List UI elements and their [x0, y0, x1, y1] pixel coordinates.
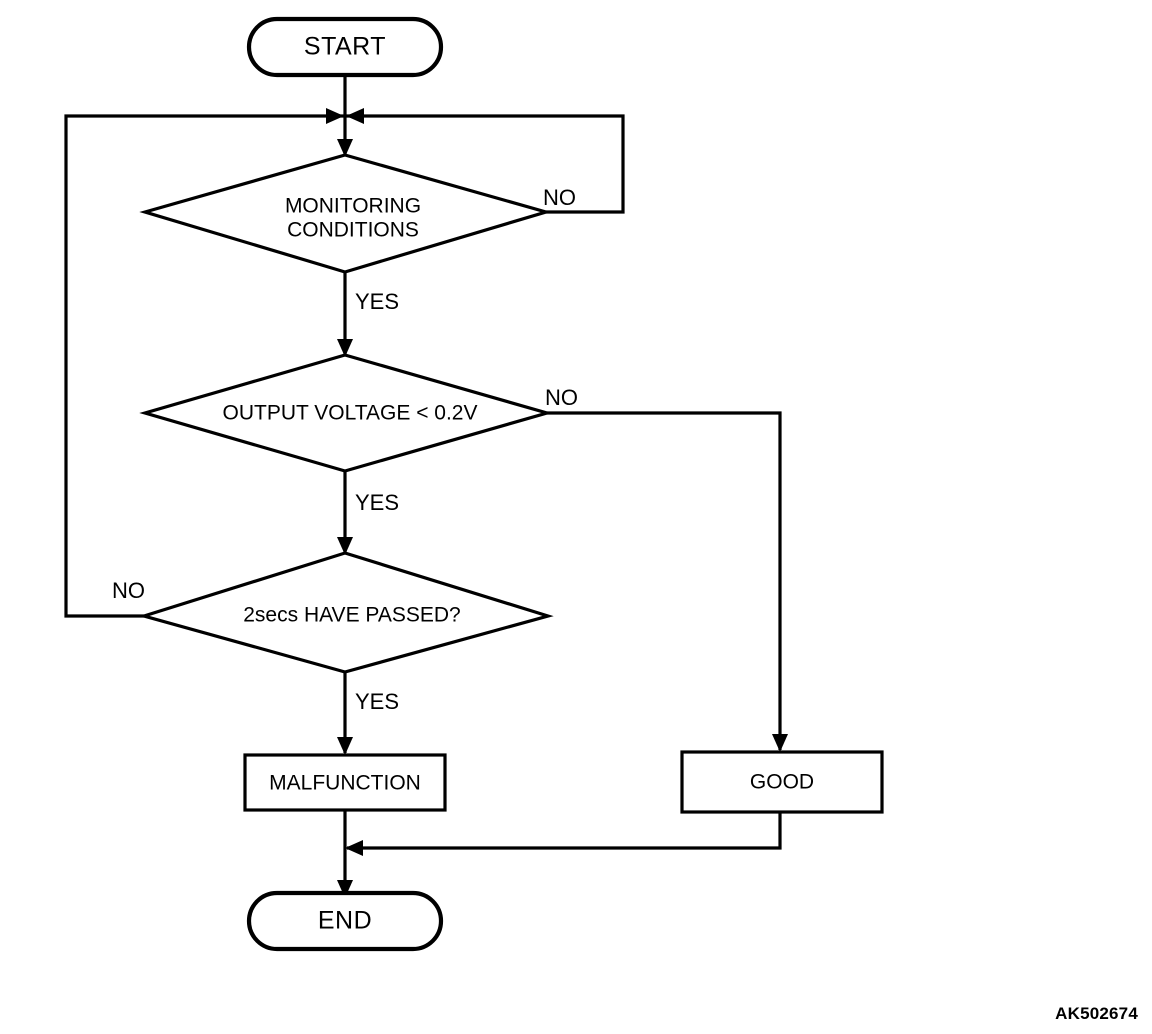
branch-label-timer-no: NO: [112, 578, 145, 603]
arrowhead-into-voltage: [337, 339, 353, 357]
branch-label-monitoring-no: NO: [543, 185, 576, 210]
start-label: START: [304, 33, 386, 61]
arrowhead-into-timer: [337, 537, 353, 555]
good-label: GOOD: [750, 771, 814, 794]
node-output-voltage[interactable]: OUTPUT VOLTAGE < 0.2V: [139, 353, 553, 473]
node-start[interactable]: START: [246, 16, 444, 78]
branch-label-timer-yes: YES: [355, 689, 399, 714]
edge-timer-no-loopback: [64, 114, 345, 618]
timer-decision-shape: [138, 551, 554, 674]
branch-label-monitoring-yes: YES: [355, 289, 399, 314]
branch-label-voltage-no: NO: [545, 385, 578, 410]
timer-label: 2secs HAVE PASSED?: [243, 604, 460, 627]
monitoring-label-line1: MONITORING: [285, 195, 421, 218]
malfunction-box-shape: [243, 753, 447, 812]
edge-voltage-no-to-good: [547, 411, 782, 750]
start-terminator-shape: [246, 16, 444, 78]
monitoring-decision-shape: [139, 153, 552, 274]
arrowhead-into-monitoring: [337, 139, 353, 157]
branch-label-voltage-yes: YES: [355, 490, 399, 515]
node-timer-check[interactable]: 2secs HAVE PASSED?: [138, 551, 554, 674]
node-malfunction[interactable]: MALFUNCTION: [243, 753, 447, 812]
voltage-label: OUTPUT VOLTAGE < 0.2V: [223, 402, 478, 425]
watermark-code: AK502674: [1055, 1004, 1138, 1023]
arrowhead-into-end: [337, 880, 353, 898]
edge-monitoring-no-loopback: [345, 114, 625, 214]
arrowhead-merge-left: [345, 840, 363, 856]
arrowhead-loopback-left: [326, 108, 344, 124]
node-end[interactable]: END: [246, 890, 444, 952]
node-good[interactable]: GOOD: [680, 750, 884, 814]
monitoring-label-line2: CONDITIONS: [287, 219, 419, 242]
arrowhead-into-malfunction: [337, 737, 353, 755]
good-box-shape: [680, 750, 884, 814]
arrowhead-into-good: [772, 734, 788, 752]
voltage-decision-shape: [139, 353, 553, 473]
arrowhead-loopback-right: [346, 108, 364, 124]
end-label: END: [318, 907, 372, 935]
node-monitoring-conditions[interactable]: MONITORING CONDITIONS: [139, 153, 552, 274]
edge-good-to-merge: [347, 812, 782, 850]
malfunction-label: MALFUNCTION: [269, 772, 421, 795]
end-terminator-shape: [246, 890, 444, 952]
